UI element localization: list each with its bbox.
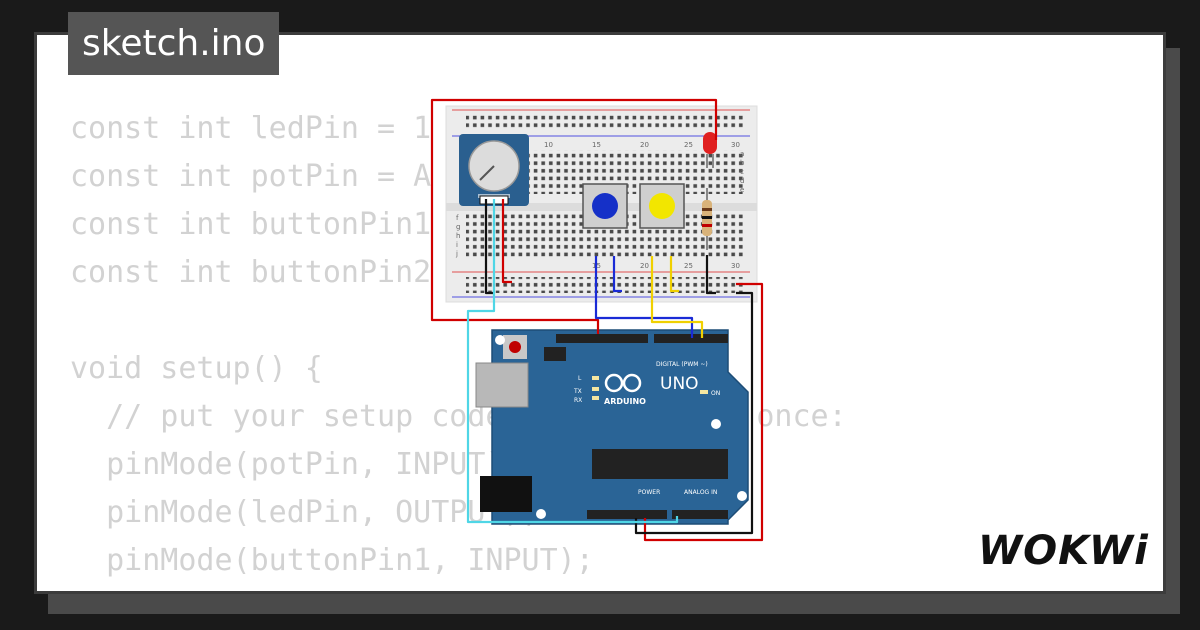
resistor bbox=[702, 188, 712, 250]
wire-cyan-analog bbox=[466, 199, 679, 524]
breadboard-col-number: 25 bbox=[684, 141, 693, 149]
arduino-uno-board[interactable]: DIGITAL (PWM ~) UNO ARDUINO POWER ANALOG… bbox=[475, 329, 749, 525]
red-led[interactable] bbox=[703, 132, 717, 168]
wire-yellow-button2-short bbox=[669, 256, 679, 293]
arduino-infinity-icon bbox=[604, 373, 642, 393]
breadboard-col-number: 20 bbox=[640, 141, 649, 149]
breadboard-col-number: 10 bbox=[544, 141, 553, 149]
arduino-model-label: UNO bbox=[660, 374, 699, 394]
file-tab[interactable]: sketch.ino bbox=[68, 12, 280, 75]
breadboard-row-letter: j bbox=[455, 250, 458, 258]
wire-black-gnd bbox=[634, 291, 754, 535]
code-line: const int potPin = A bbox=[70, 159, 432, 194]
tx-led-label: TX bbox=[573, 388, 582, 395]
wires bbox=[430, 98, 764, 542]
wire-yellow-button2 bbox=[650, 256, 704, 338]
wire-red-power bbox=[430, 98, 718, 334]
digital-pins-label: DIGITAL (PWM ~) bbox=[656, 361, 708, 368]
push-button-blue[interactable] bbox=[582, 183, 628, 229]
code-line: const int ledPin = 1 bbox=[70, 111, 432, 146]
wire-blue-button1 bbox=[594, 256, 694, 338]
breadboard-row-letter: g bbox=[456, 223, 460, 231]
wire-red-vcc bbox=[501, 199, 512, 284]
breadboard-row-letter: e bbox=[740, 186, 744, 194]
on-led-label: ON bbox=[711, 390, 720, 397]
wire-black-led bbox=[705, 255, 716, 295]
breadboard-row-letter: i bbox=[456, 241, 458, 249]
code-line: pinMode(buttonPin1, INPUT); bbox=[70, 543, 594, 578]
push-button-yellow[interactable] bbox=[639, 183, 685, 229]
arduino-brand-label: ARDUINO bbox=[604, 397, 646, 406]
code-line: const int buttonPin1 bbox=[70, 207, 432, 242]
breadboard-row-letter: c bbox=[740, 168, 744, 176]
breadboard-col-number: 20 bbox=[640, 262, 649, 270]
potentiometer[interactable] bbox=[459, 134, 529, 206]
rx-led-label: RX bbox=[574, 397, 582, 404]
breadboard-col-number: 30 bbox=[731, 262, 740, 270]
wire-blue-button1-short bbox=[612, 256, 622, 293]
breadboard-row-letter: h bbox=[456, 232, 460, 240]
breadboard-col-number: 25 bbox=[684, 262, 693, 270]
wokwi-logo[interactable]: WOKWi bbox=[978, 528, 1149, 574]
wire-black-pot-gnd bbox=[484, 199, 494, 295]
breadboard-row-letter: a bbox=[740, 150, 744, 158]
breadboard-row-letter: d bbox=[740, 177, 744, 185]
l-led-label: L bbox=[578, 375, 582, 382]
code-line: void setup() { bbox=[70, 351, 323, 386]
power-pins-label: POWER bbox=[638, 489, 660, 496]
breadboard-row-letter: f bbox=[456, 214, 459, 222]
breadboard-col-number: 15 bbox=[592, 141, 601, 149]
breadboard-row-letter: b bbox=[740, 159, 745, 167]
code-line: const int buttonPin2 bbox=[70, 255, 432, 290]
analog-pins-label: ANALOG IN bbox=[684, 489, 717, 496]
breadboard-col-number: 30 bbox=[731, 141, 740, 149]
